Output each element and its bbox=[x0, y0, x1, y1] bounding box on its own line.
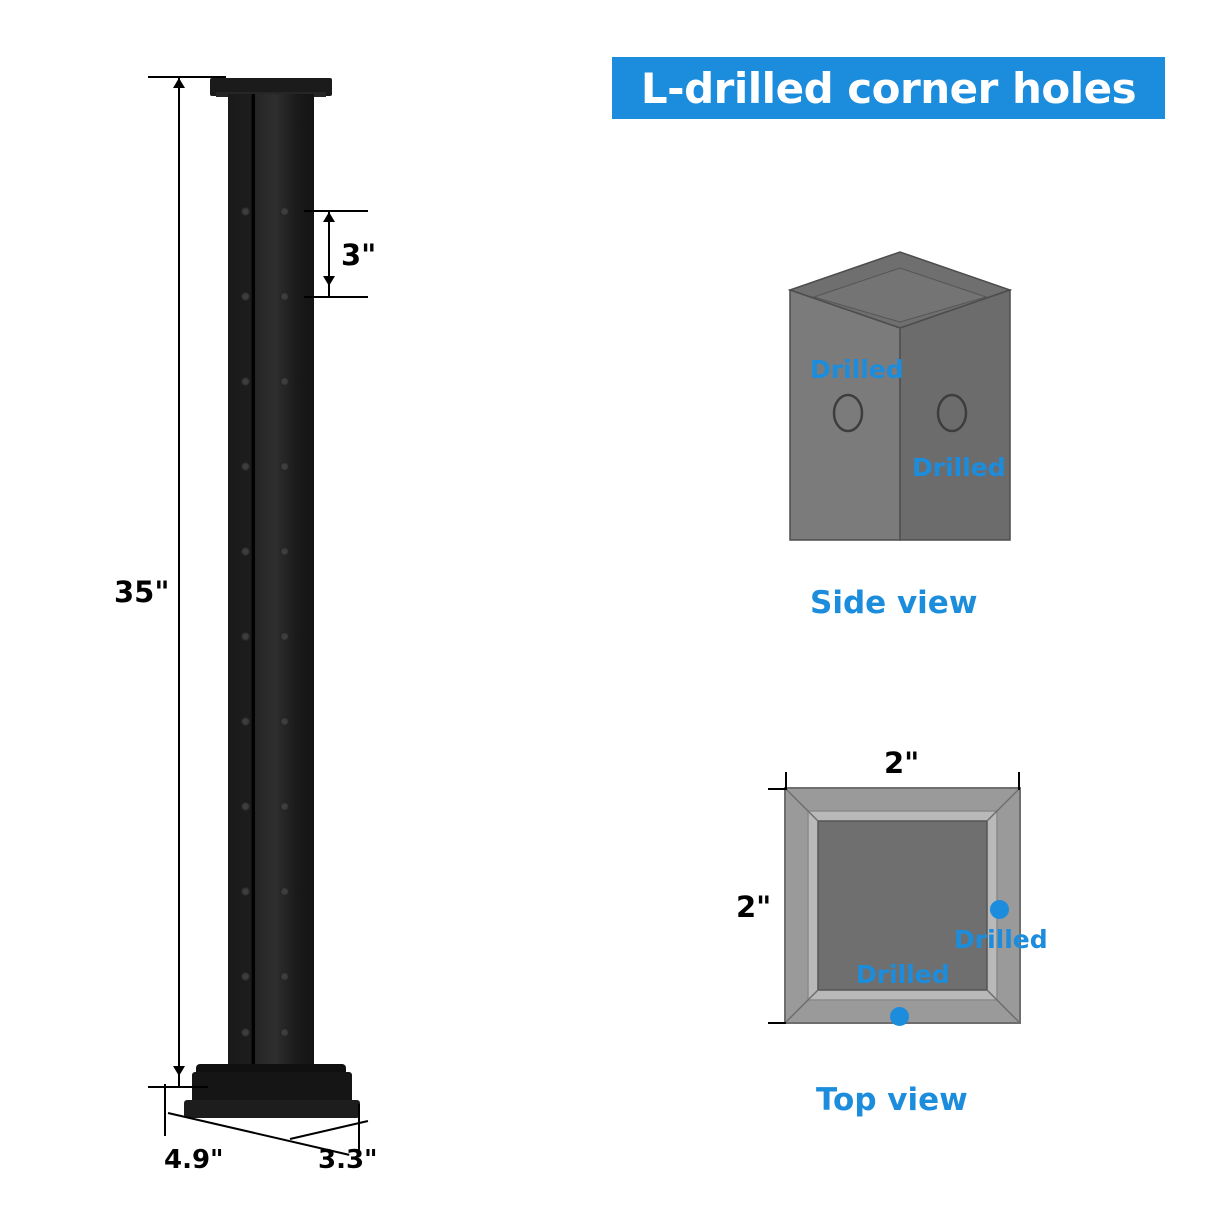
side-view-drilled-label-right: Drilled bbox=[912, 453, 1006, 482]
top-view-width-right-tick bbox=[1018, 772, 1020, 790]
title-banner: L-drilled corner holes bbox=[612, 57, 1165, 119]
post-hole bbox=[241, 802, 250, 811]
post-hole bbox=[280, 292, 289, 301]
spacing-dim-label: 3" bbox=[341, 238, 377, 272]
spacing-dim-arrow-up bbox=[323, 212, 335, 222]
post-hole bbox=[280, 632, 289, 641]
post-corner-seam bbox=[252, 94, 255, 1094]
side-view-drawing bbox=[787, 251, 1013, 541]
base-width-label: 4.9" bbox=[164, 1145, 224, 1175]
top-view-depth-label: 2" bbox=[736, 890, 772, 924]
post-base-plate-lower bbox=[184, 1100, 360, 1118]
side-view-drilled-label-left: Drilled bbox=[810, 355, 904, 384]
top-view-depth-top-tick bbox=[768, 788, 786, 790]
top-view-drilled-dot-bottom bbox=[890, 1007, 909, 1026]
top-view-drilled-label-right: Drilled bbox=[954, 925, 1048, 954]
spacing-dim-line bbox=[328, 210, 330, 296]
post-hole bbox=[241, 547, 250, 556]
post-body bbox=[228, 94, 314, 1094]
post-figure: 35" 3" 4.9" 3.3" bbox=[100, 60, 530, 1190]
post-hole bbox=[241, 207, 250, 216]
spacing-dim-top-tick bbox=[304, 210, 368, 212]
height-dim-label: 35" bbox=[114, 575, 170, 609]
post-hole bbox=[241, 717, 250, 726]
post-hole bbox=[280, 207, 289, 216]
spacing-dim-bottom-tick bbox=[304, 296, 368, 298]
post-hole bbox=[280, 887, 289, 896]
base-width-left-tick bbox=[164, 1084, 166, 1136]
post-hole bbox=[241, 292, 250, 301]
spacing-dim-arrow-down bbox=[323, 276, 335, 286]
post-hole bbox=[241, 1028, 250, 1037]
post-hole bbox=[280, 802, 289, 811]
base-depth-label: 3.3" bbox=[318, 1145, 378, 1175]
top-view-width-label: 2" bbox=[884, 746, 920, 780]
height-dim-line bbox=[178, 76, 180, 1088]
post-hole bbox=[280, 377, 289, 386]
top-view-caption: Top view bbox=[816, 1082, 968, 1118]
side-view-caption: Side view bbox=[810, 585, 978, 621]
base-depth-line bbox=[289, 1120, 369, 1140]
top-view-depth-bottom-tick bbox=[768, 1022, 786, 1024]
page-title: L-drilled corner holes bbox=[640, 63, 1137, 113]
post-hole bbox=[280, 462, 289, 471]
side-view-figure: Drilled Drilled Side view bbox=[770, 240, 1030, 660]
height-dim-top-tick bbox=[148, 76, 226, 78]
top-view-drawing bbox=[784, 787, 1021, 1024]
post-hole bbox=[241, 887, 250, 896]
post-hole bbox=[241, 377, 250, 386]
top-view-drilled-dot-right bbox=[990, 900, 1009, 919]
post-hole bbox=[280, 547, 289, 556]
top-view-figure: 2" 2" Drilled Drilled Top view bbox=[736, 746, 1050, 1140]
base-depth-right-tick bbox=[358, 1104, 360, 1152]
post-hole bbox=[241, 972, 250, 981]
post-hole bbox=[241, 632, 250, 641]
post-hole bbox=[280, 1028, 289, 1037]
top-view-width-left-tick bbox=[785, 772, 787, 790]
height-dim-arrow-up bbox=[173, 78, 185, 88]
post-hole bbox=[241, 462, 250, 471]
post-hole bbox=[280, 972, 289, 981]
height-dim-arrow-down bbox=[173, 1066, 185, 1076]
top-view-drilled-label-bottom: Drilled bbox=[856, 960, 950, 989]
post-hole bbox=[280, 717, 289, 726]
